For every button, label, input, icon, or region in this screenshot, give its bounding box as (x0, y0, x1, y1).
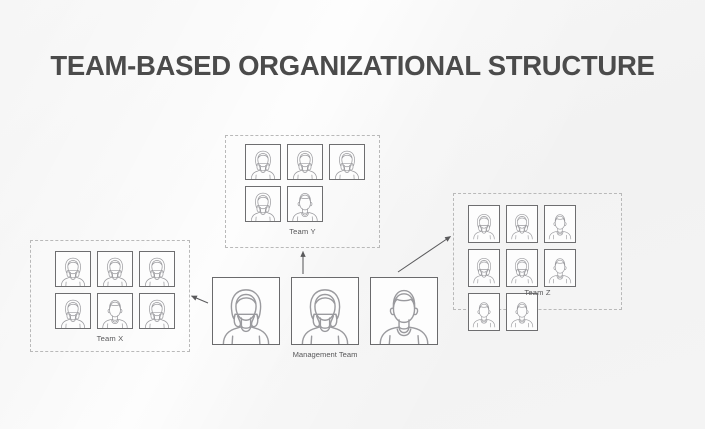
female-avatar-icon (292, 278, 358, 344)
avatar (506, 205, 538, 243)
avatar (55, 293, 91, 329)
management-team-label: Management Team (292, 350, 358, 359)
female-avatar-icon (507, 250, 537, 286)
management-team-group (212, 277, 438, 345)
avatar (139, 251, 175, 287)
avatar (329, 144, 365, 180)
avatar (287, 144, 323, 180)
management-avatar (370, 277, 438, 345)
female-avatar-icon (56, 252, 90, 286)
page-title: TEAM-BASED ORGANIZATIONAL STRUCTURE (50, 50, 655, 81)
avatar (506, 293, 538, 331)
avatar (544, 249, 576, 287)
female-avatar-icon (246, 145, 280, 179)
management-avatar (212, 277, 280, 345)
team-x-avatar-grid (55, 251, 175, 329)
avatar (468, 293, 500, 331)
team-group-y: Team Y (225, 135, 380, 248)
avatar (139, 293, 175, 329)
avatar (287, 186, 323, 222)
avatar (506, 249, 538, 287)
male-avatar-icon (545, 250, 575, 286)
arrow-management-to-team-z (397, 236, 451, 273)
avatar (245, 144, 281, 180)
team-y-avatar-grid (245, 144, 365, 222)
avatar (55, 251, 91, 287)
male-avatar-icon (545, 206, 575, 242)
female-avatar-icon (246, 187, 280, 221)
male-avatar-icon (469, 294, 499, 330)
male-avatar-icon (507, 294, 537, 330)
female-avatar-icon (469, 206, 499, 242)
avatar (97, 293, 133, 329)
female-avatar-icon (56, 294, 90, 328)
female-avatar-icon (213, 278, 279, 344)
female-avatar-icon (288, 145, 322, 179)
arrow-management-to-team-x (190, 295, 209, 304)
team-z-label: Team Z (524, 288, 551, 297)
avatar (97, 251, 133, 287)
avatar (544, 205, 576, 243)
male-avatar-icon (288, 187, 322, 221)
male-avatar-icon (371, 278, 437, 344)
female-avatar-icon (140, 252, 174, 286)
management-avatar (291, 277, 359, 345)
female-avatar-icon (469, 250, 499, 286)
team-group-z: Team Z (453, 193, 622, 331)
female-avatar-icon (507, 206, 537, 242)
team-group-x: Team X (30, 240, 190, 352)
avatar (468, 249, 500, 287)
avatar (245, 186, 281, 222)
female-avatar-icon (330, 145, 364, 179)
team-x-label: Team X (96, 334, 124, 343)
team-z-avatar-grid (468, 205, 611, 331)
team-y-label: Team Y (289, 227, 316, 236)
female-avatar-icon (98, 252, 132, 286)
female-avatar-icon (140, 294, 174, 328)
male-avatar-icon (98, 294, 132, 328)
avatar (468, 205, 500, 243)
